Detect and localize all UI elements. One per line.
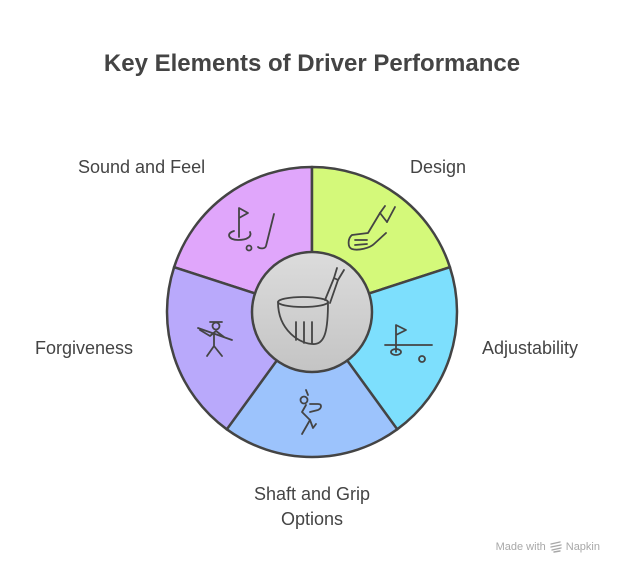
golf-driver-head-icon xyxy=(277,267,345,345)
page-title: Key Elements of Driver Performance xyxy=(103,50,521,77)
golf-green-flag-ball-icon xyxy=(384,324,433,363)
label-shaft-line-1: Shaft and Grip xyxy=(253,484,371,504)
golf-flag-hole-club-icon xyxy=(228,207,275,252)
label-shaft-line-2: Options xyxy=(280,509,344,529)
golf-iron-club-icon xyxy=(347,205,396,251)
label-sound-and-feel: Sound and Feel xyxy=(78,157,206,177)
center-hub xyxy=(250,250,374,374)
footer-text: Made with xyxy=(495,541,546,553)
footer-brand: Napkin xyxy=(565,541,600,553)
label-shaft-and-grip: Shaft and Grip Options xyxy=(212,482,412,532)
golfer-swing-icon xyxy=(299,389,322,435)
golfer-carrying-club-icon xyxy=(197,321,233,357)
label-adjustability: Adjustability xyxy=(482,338,579,358)
label-forgiveness: Forgiveness xyxy=(35,338,134,358)
footer-attribution: Made with Napkin xyxy=(496,541,600,553)
napkin-logo-icon xyxy=(550,541,562,553)
label-design: Design xyxy=(410,157,467,177)
